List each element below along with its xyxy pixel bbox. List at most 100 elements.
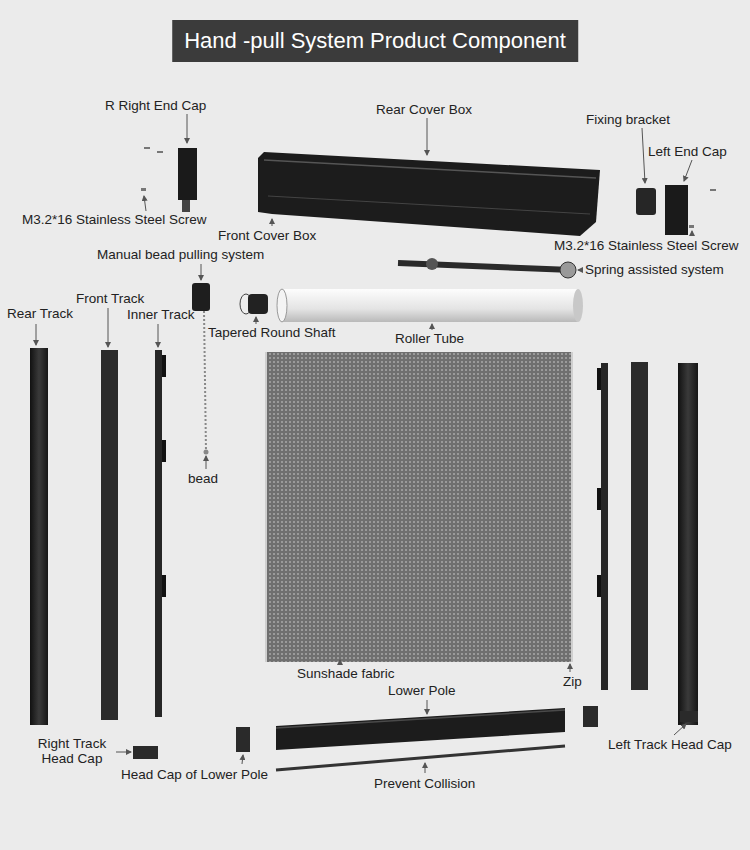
bead-pull-unit [204,311,206,452]
leader-lines [158,324,159,347]
left-end-cap [665,185,688,235]
part-label: Manual bead pulling system [97,247,264,262]
part-label: Right Track Head Cap [30,736,114,766]
tracks-right [601,363,608,690]
part-label: Left Track Head Cap [608,737,732,752]
leader-lines [432,324,433,330]
leader-lines [36,324,37,345]
part-label: Front Track [76,291,144,306]
lower-pole [276,710,565,728]
sunshade-fabric [265,352,267,662]
tracks-right [631,362,648,690]
leader-lines [256,317,257,324]
part-label: Fixing bracket [586,112,670,127]
fixing-bracket [636,188,656,215]
part-label: Prevent Collision [374,776,475,791]
screws-right [710,189,716,191]
right-end-cap [178,148,197,212]
cover-box [268,196,590,214]
bead-pull-unit [192,283,210,455]
right-end-cap [182,200,190,212]
roller-tube [282,289,578,322]
leader-lines [578,270,583,271]
tracks-left [30,348,166,725]
leader-lines [144,196,146,211]
lower-pole-caps [236,727,250,752]
spring-rod [398,258,576,278]
part-label: Rear Cover Box [376,102,472,117]
leader-lines [206,456,207,469]
tracks-left [162,575,166,597]
roller-tube [573,289,583,322]
title-band: Hand -pull System Product Component [172,20,578,62]
sunshade-fabric [266,352,572,662]
tapered-shaft [248,294,268,314]
tracks-left [30,348,48,725]
part-label: Zip [563,674,582,689]
sunshade-fabric [571,352,573,662]
leader-lines [425,763,426,773]
leader-lines [692,231,693,236]
bead-pull-unit [192,283,210,311]
part-label: Front Cover Box [218,228,316,243]
spring-rod [426,258,438,270]
right-end-cap [178,148,197,200]
left-end-cap [665,185,688,235]
screws-right [689,189,716,228]
track-head-caps [133,746,158,759]
tracks-left [155,350,162,717]
leader-lines [116,752,131,753]
tracks-right [678,363,698,725]
title-text: Hand -pull System Product Component [184,28,566,54]
part-label: Rear Track [7,306,73,321]
leader-lines [570,664,571,672]
part-label: bead [188,471,218,486]
leader-lines [642,128,645,183]
tracks-right [597,368,601,390]
leader-lines [272,219,273,226]
cover-box [264,160,596,178]
lower-pole-caps [236,706,598,752]
lower-pole [276,708,565,750]
leader-lines [684,160,692,181]
tapered-shaft [240,294,268,314]
part-label: Spring assisted system [585,262,724,277]
screws-left [141,188,146,191]
collision-strip [276,746,565,770]
leader-lines [108,308,109,347]
lower-pole [276,708,565,750]
tracks-right [597,488,601,510]
leader-lines [674,724,686,735]
roller-tube [277,289,583,322]
cover-box [258,152,600,236]
screws-right [689,225,694,228]
part-label: Tapered Round Shaft [208,325,336,340]
part-label: Head Cap of Lower Pole [121,767,268,782]
tracks-right [597,575,601,597]
tracks-left [162,440,166,462]
tracks-left [162,355,166,377]
leader-lines [427,700,428,714]
part-label: Roller Tube [395,331,464,346]
lower-pole-caps [583,706,598,727]
screws-left [144,147,150,149]
collision-strip [276,746,565,770]
part-label: Inner Track [127,307,195,322]
tracks-right [597,362,698,725]
screws-left [157,151,163,153]
roller-tube [277,289,287,322]
part-label: R Right End Cap [105,98,206,113]
leader-lines [427,118,428,155]
spring-rod [560,262,576,278]
part-label: M3.2*16 Stainless Steel Screw [554,238,739,253]
cover-box [258,152,600,236]
part-label: Left End Cap [648,144,727,159]
leader-lines [340,660,341,665]
leader-lines [201,264,202,280]
fixing-bracket [636,188,656,215]
leader-lines [187,114,188,143]
leader-lines [242,755,243,764]
spring-rod [398,263,572,270]
part-label: M3.2*16 Stainless Steel Screw [22,212,207,227]
